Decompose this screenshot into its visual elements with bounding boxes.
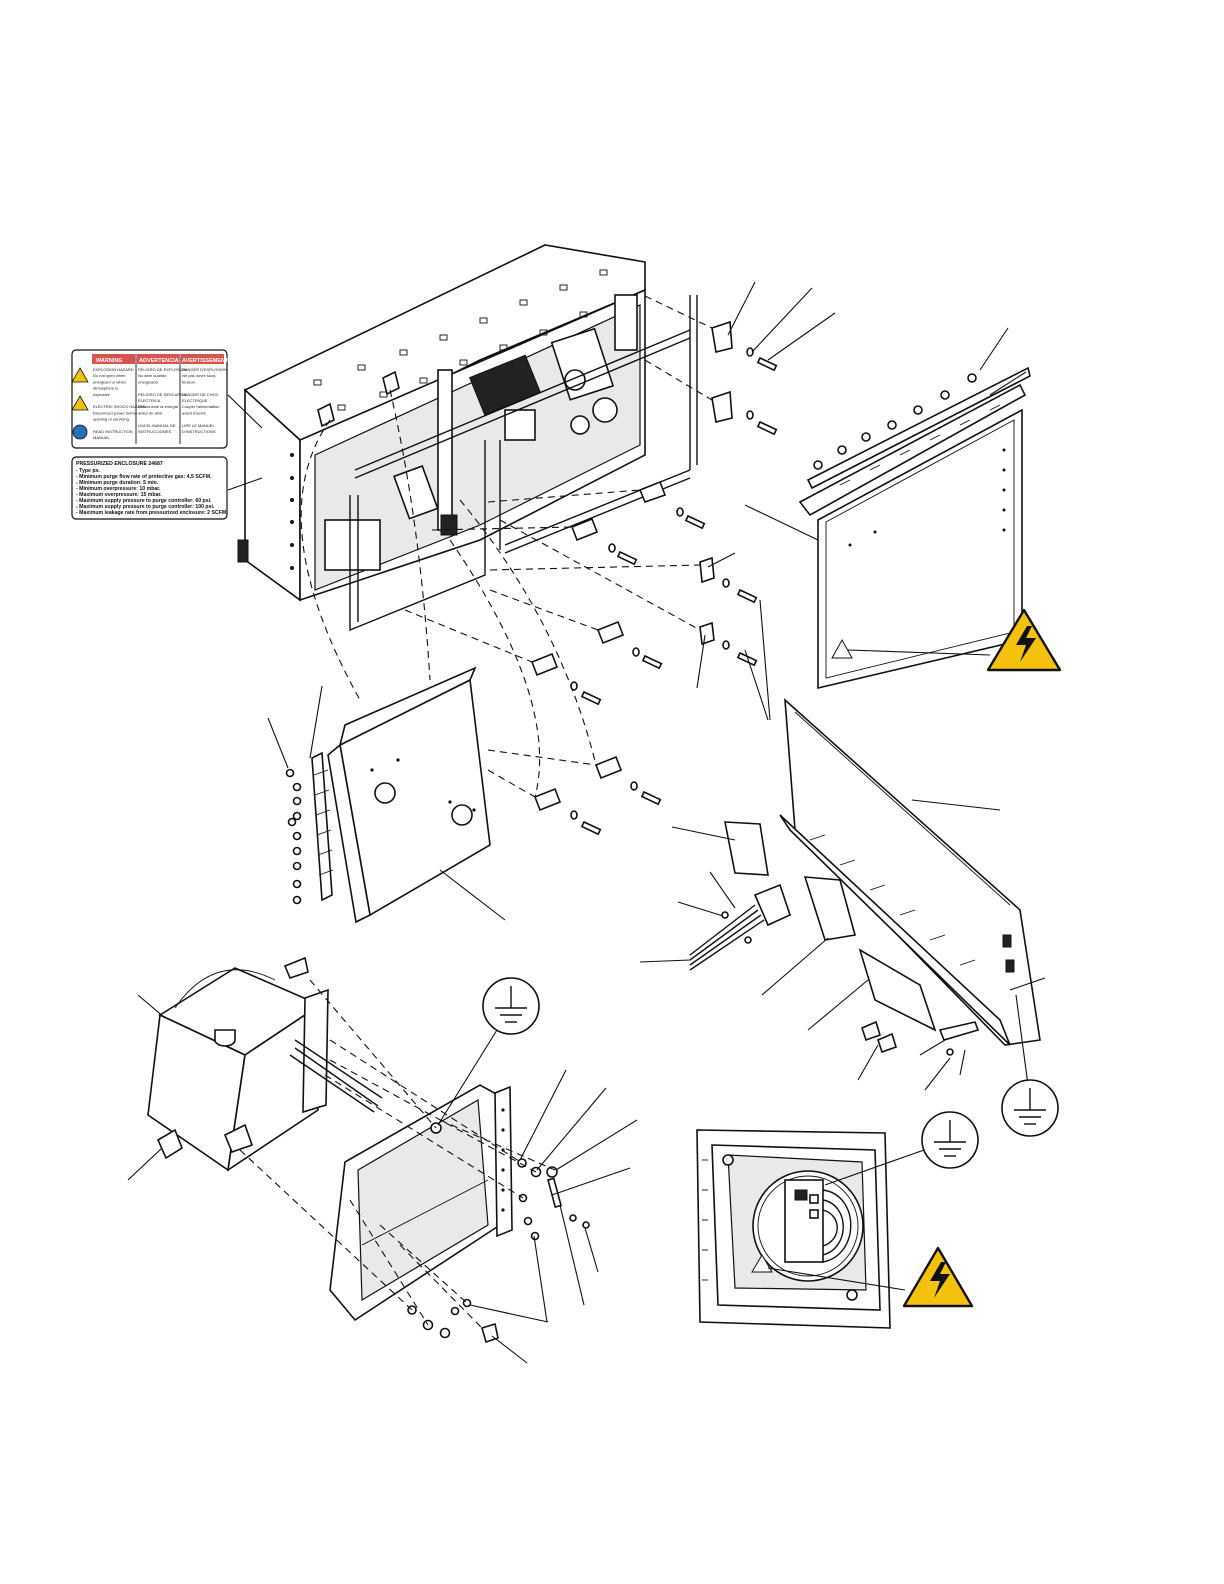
warning-line: EXPLOSION HAZARD	[93, 367, 134, 372]
warning-line: PELIGRO DE EXPLOSION	[138, 367, 187, 372]
bracket-hardware	[530, 320, 778, 836]
purge-line: - Maximum overpressure: 15 mbar.	[76, 492, 162, 498]
warning-header-fr: AVERTISSEMENT	[182, 358, 229, 364]
warning-line: opening or servicing.	[93, 417, 130, 422]
warning-line: explosive.	[93, 392, 111, 397]
warning-line: DANGER DE CHOC	[182, 392, 219, 397]
warning-line: atmosphere is	[93, 386, 118, 391]
warning-line: LEA EL MANUAL DE	[138, 423, 176, 428]
purge-line: - Type px.	[76, 468, 100, 474]
warning-line: DANGER D'EXPLOSION	[182, 367, 227, 372]
main-cabinet	[237, 244, 698, 632]
assembly-dashed-lines	[300, 295, 713, 798]
purge-label: PRESSURIZED ENCLOSURE 24687 - Type px.- …	[71, 456, 228, 520]
purge-line: - Maximum supply pressure to purge contr…	[76, 498, 212, 504]
purge-line: - Minimum purge duration: 5 min.	[76, 480, 159, 486]
shock-warning-door	[986, 608, 1062, 672]
warning-line: energizado.	[138, 379, 159, 384]
upper-door-panel	[798, 366, 1031, 690]
inset-detail	[696, 1129, 891, 1329]
side-door-panel	[285, 666, 491, 924]
warning-label-icons	[71, 367, 89, 440]
purge-line: - Maximum leakage rate from pressurized …	[76, 510, 228, 516]
warning-line: tension.	[182, 379, 196, 384]
purge-label-title: PRESSURIZED ENCLOSURE 24687	[76, 461, 163, 467]
warning-line: ELECTRICA	[138, 398, 161, 403]
purge-label-lines: - Type px.- Minimum purge flow rate of p…	[76, 468, 228, 516]
lower-door-panel	[724, 698, 1041, 1056]
warning-line: Ne pas ouvrir sous	[182, 373, 215, 378]
warning-line: Couper l'alimentation	[182, 404, 219, 409]
shock-warning-inset	[902, 1246, 974, 1308]
warning-line: READ INSTRUCTION	[93, 429, 133, 434]
warning-label: WARNING ADVERTENCIA AVERTISSEMENT EXPLOS…	[71, 349, 229, 449]
warning-line: ELECTRIC SHOCK HAZARD	[93, 404, 146, 409]
warning-line: LIRE LE MANUEL	[182, 423, 215, 428]
bottom-enclosure	[329, 1084, 590, 1344]
warning-line: Do not open when	[93, 373, 125, 378]
warning-header-en: WARNING	[96, 358, 123, 364]
control-box	[147, 956, 383, 1172]
warning-line: energized or when	[93, 379, 126, 384]
warning-line: D'INSTRUCTIONS	[182, 429, 216, 434]
warning-line: MANUAL	[93, 435, 110, 440]
warning-line: ELECTRIQUE	[182, 398, 208, 403]
ground-symbol-right	[1001, 1079, 1059, 1137]
warning-line: No abrir cuando	[138, 373, 167, 378]
purge-line: - Minimum overpressure: 10 mbar.	[76, 486, 161, 492]
warning-line: antes de abrir.	[138, 410, 163, 415]
warning-header-es: ADVERTENCIA	[139, 358, 179, 364]
ground-symbol-top	[482, 977, 540, 1035]
warning-line: Disconnect power before	[93, 410, 138, 415]
warning-line: PELIGRO DE DESCARGA	[138, 392, 186, 397]
ground-symbol-inset	[921, 1111, 979, 1169]
warning-line: avant d'ouvrir.	[182, 410, 207, 415]
terminal-block	[689, 883, 791, 971]
warning-line: Desconecte la energia	[138, 404, 179, 409]
warning-line: INSTRUCCIONES	[138, 429, 171, 434]
purge-line: - Maximum supply pressure to purge contr…	[76, 504, 215, 510]
purge-line: - Minimum purge flow rate of protective …	[76, 474, 212, 480]
assembly-dashed-lines-lower	[239, 979, 556, 1329]
